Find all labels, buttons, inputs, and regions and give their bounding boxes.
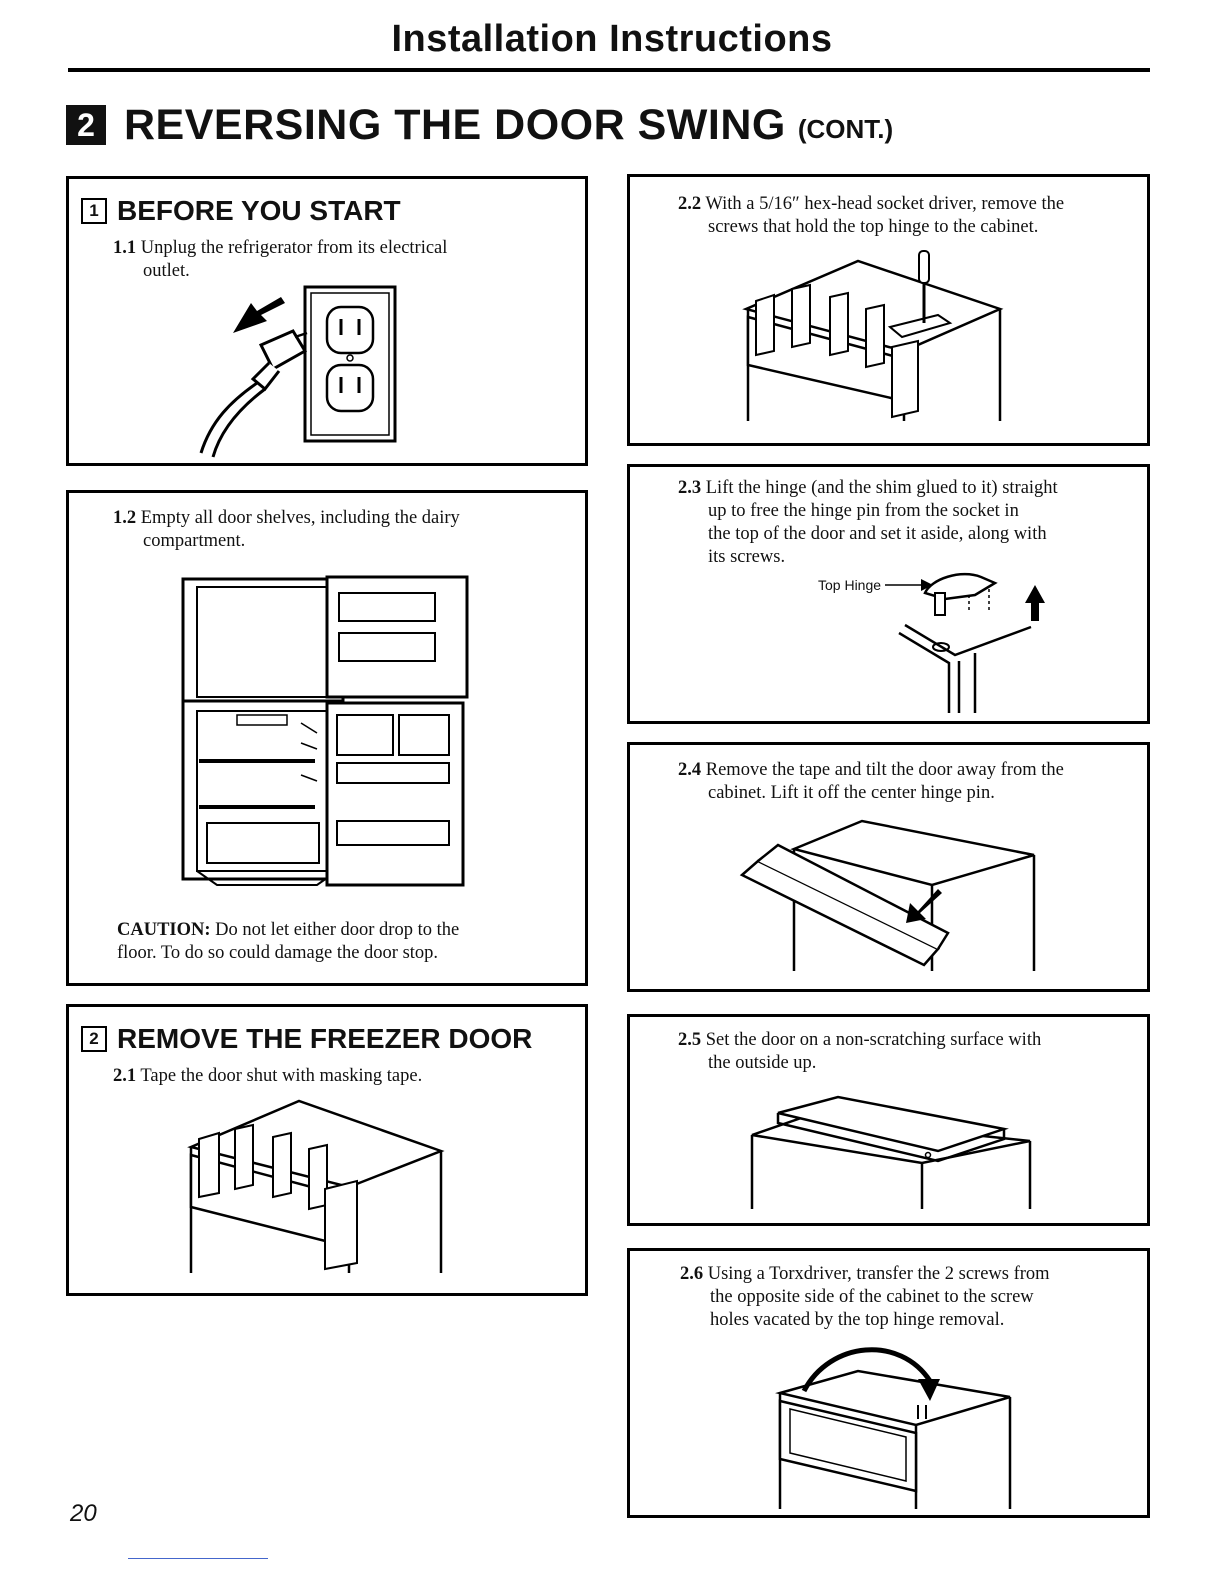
panel-step-2-4: 2.4 Remove the tape and tilt the door aw… (627, 742, 1150, 992)
panel-remove-freezer-door: 2 REMOVE THE FREEZER DOOR 2.1 Tape the d… (66, 1004, 588, 1296)
transfer-screws-illustration (770, 1341, 1020, 1511)
before-you-start-heading: 1 BEFORE YOU START (81, 195, 401, 227)
taped-door-illustration (187, 1097, 447, 1277)
page-header-title: Installation Instructions (391, 18, 833, 60)
step-number-box: 2 (81, 1026, 107, 1052)
panel-step-2-5: 2.5 Set the door on a non-scratching sur… (627, 1014, 1150, 1226)
panel-before-you-start: 1 BEFORE YOU START 1.1 Unplug the refrig… (66, 176, 588, 466)
before-you-start-title: BEFORE YOU START (117, 195, 401, 226)
remove-freezer-door-title: REMOVE THE FREEZER DOOR (117, 1023, 533, 1054)
section-number-badge: 2 (66, 105, 106, 145)
lift-top-hinge-illustration (885, 563, 1045, 713)
section-title-suffix: (CONT.) (797, 113, 894, 144)
panel-step-1-2: 1.2 Empty all door shelves, including th… (66, 490, 588, 986)
step-1-2-text: 1.2 Empty all door shelves, including th… (113, 508, 460, 551)
refrigerator-open-illustration (177, 573, 477, 903)
unplug-outlet-illustration (181, 281, 411, 461)
step-2-4-text: 2.4 Remove the tape and tilt the door aw… (678, 760, 1064, 803)
top-hinge-label: Top Hinge (818, 577, 882, 593)
step-2-6-text: 2.6 Using a Torxdriver, transfer the 2 s… (680, 1264, 1050, 1330)
step-2-3-text: 2.3 Lift the hinge (and the shim glued t… (678, 478, 1058, 567)
section-heading: 2 REVERSING THE DOOR SWING (CONT.) (66, 100, 893, 150)
caution-text: CAUTION: Do not let either door drop to … (117, 920, 460, 963)
panel-step-2-6: 2.6 Using a Torxdriver, transfer the 2 s… (627, 1248, 1150, 1518)
footer-link-rule (128, 1558, 268, 1559)
step-2-2-text: 2.2 With a 5/16″ hex-head socket driver,… (678, 194, 1065, 237)
step-2-5-text: 2.5 Set the door on a non-scratching sur… (678, 1030, 1042, 1073)
door-flat-illustration (748, 1089, 1038, 1213)
step-2-1-text: 2.1 Tape the door shut with masking tape… (113, 1066, 423, 1086)
step-number-box: 1 (81, 198, 107, 224)
panel-step-2-2: 2.2 With a 5/16″ hex-head socket driver,… (627, 174, 1150, 446)
remove-hinge-screws-illustration (742, 251, 1012, 431)
step-1-1-text: 1.1 Unplug the refrigerator from its ele… (113, 238, 448, 281)
remove-freezer-door-heading: 2 REMOVE THE FREEZER DOOR (81, 1023, 532, 1055)
page-number: 20 (70, 1500, 97, 1527)
tilt-door-illustration (738, 815, 1038, 975)
panel-step-2-3: 2.3 Lift the hinge (and the shim glued t… (627, 464, 1150, 724)
header-rule (68, 68, 1150, 72)
section-title: REVERSING THE DOOR SWING (124, 100, 786, 149)
